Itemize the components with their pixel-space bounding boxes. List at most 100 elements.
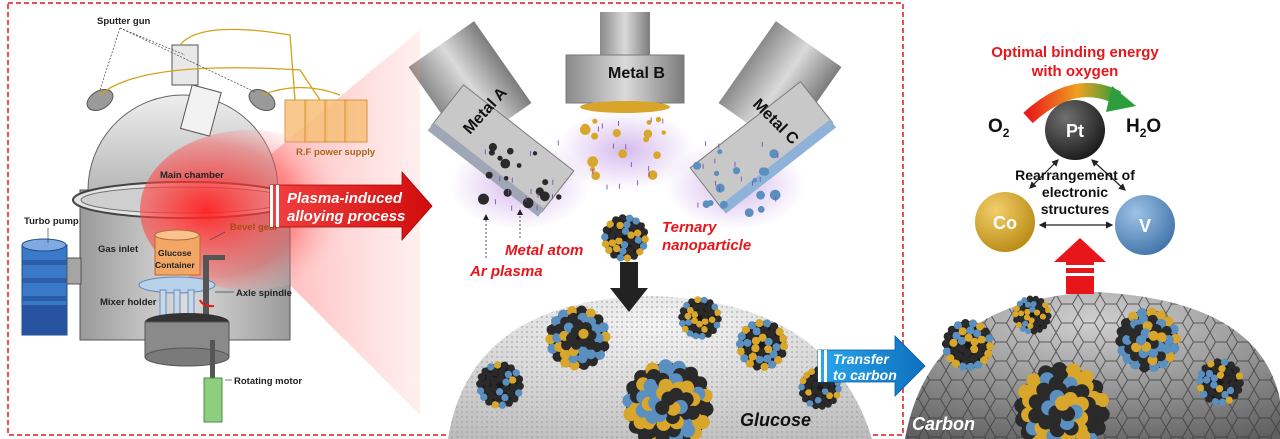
rearrangement-line2: electronic [1042, 184, 1108, 200]
nanoparticle-atom [805, 389, 812, 396]
nanoparticle-atom [1039, 307, 1046, 315]
mixer-holder-label: Mixer holder [100, 297, 157, 308]
nanoparticle-atom [1210, 381, 1218, 389]
nanoparticle-atom [958, 362, 968, 371]
nanoparticle-atom [661, 391, 676, 406]
nanoparticle-atom [1042, 302, 1049, 309]
nanoparticle-atom [1024, 301, 1032, 308]
axle-spindle-label: Axle spindle [236, 288, 292, 299]
nanoparticle-atom [601, 240, 610, 248]
nanoparticle-cluster [735, 319, 789, 371]
nanoparticle-atom [1211, 365, 1219, 374]
nanoparticle-atom [1032, 295, 1039, 302]
nanoparticle-atom [961, 319, 970, 328]
nanoparticle-atom [694, 326, 702, 334]
nanoparticle-atom [490, 377, 499, 385]
nanoparticle-atom [626, 246, 634, 255]
nanoparticle-atom [1140, 328, 1151, 339]
nanoparticle-atom [1203, 376, 1211, 384]
nanoparticle-atom [612, 216, 620, 224]
nanoparticle-atom [1207, 388, 1216, 397]
nanoparticle-atom [1147, 355, 1158, 366]
binding-title-line1: Optimal binding energy [991, 44, 1159, 61]
nanoparticle-atom [941, 339, 951, 348]
nanoparticle-atom [706, 299, 714, 306]
nanoparticle-atom [1044, 307, 1051, 314]
nanoparticle-atom [623, 221, 631, 229]
nanoparticle-atom [608, 232, 616, 240]
turbo-pump [21, 238, 82, 336]
carbon-result-panel: Pt Co V Optimal binding energy with oxyg… [905, 44, 1280, 439]
metal-atom [707, 200, 714, 206]
nanoparticle-atom [512, 369, 520, 377]
metal-atom [646, 120, 652, 125]
metal-atom [769, 189, 781, 201]
nanoparticle-atom [803, 372, 810, 379]
nanoparticle-atom [701, 326, 708, 333]
nanoparticle-atom [1229, 380, 1238, 388]
nanoparticle-atom [481, 367, 489, 375]
nanoparticle-atom [741, 325, 751, 334]
nanoparticle-atom [1121, 318, 1132, 329]
nanoparticle-atom [511, 395, 519, 403]
nanoparticle-atom [1030, 301, 1037, 308]
nanoparticle-atom [977, 335, 986, 344]
co-atom [975, 192, 1035, 252]
nanoparticle-atom [828, 386, 836, 394]
nanoparticle-atom [763, 354, 772, 363]
metal-c-target [689, 21, 842, 214]
nanoparticle-atom [679, 319, 686, 327]
nanoparticle-atom [1013, 316, 1020, 323]
metal-atom [591, 171, 600, 180]
metal-atom [655, 116, 662, 123]
nanoparticle-atom [688, 324, 696, 331]
nanoparticle-atom [752, 362, 762, 371]
metal-atom [757, 206, 765, 213]
metal-atom [756, 190, 765, 200]
nanoparticle-atom [981, 327, 990, 336]
nanoparticle-atom [1130, 359, 1141, 370]
metal-atom [643, 129, 653, 139]
nanoparticle-atom [1026, 295, 1034, 302]
nanoparticle-atom [798, 383, 805, 391]
nanoparticle-atom [804, 382, 812, 390]
nanoparticle-atom [1228, 373, 1237, 381]
nanoparticle-atom [1218, 398, 1227, 406]
nanoparticle-atom [954, 352, 963, 361]
nanoparticle-atom [812, 373, 819, 380]
nanoparticle-atom [713, 321, 721, 329]
metal-atom [760, 167, 770, 176]
nanoparticle-atom [744, 346, 753, 355]
nanoparticle-atom [691, 317, 698, 325]
nanoparticle-atom [1021, 297, 1028, 304]
nanoparticle-atom [495, 388, 504, 396]
nanoparticle-atom [1205, 369, 1214, 378]
metal-atom [717, 149, 723, 155]
nanoparticle-atom [1148, 330, 1159, 341]
nanoparticle-atom [578, 328, 589, 339]
metal-atom [516, 163, 522, 168]
nanoparticle-atom [764, 337, 773, 346]
pt-label: Pt [1066, 121, 1084, 141]
nanoparticle-atom [973, 360, 983, 369]
nanoparticle-atom [1197, 370, 1206, 378]
metal-atom [592, 118, 598, 124]
nanoparticle-atom [978, 343, 987, 352]
nanoparticle-atom [620, 241, 629, 249]
nanoparticle-atom [963, 348, 972, 357]
nanoparticle-atom [585, 308, 596, 319]
nanoparticle-atom [615, 237, 623, 245]
nanoparticle-atom [630, 252, 638, 260]
nanoparticle-atom [610, 225, 619, 234]
nanoparticle-atom [1224, 367, 1233, 376]
nanoparticle-atom [505, 399, 513, 407]
nanoparticle-atom [801, 395, 809, 403]
nanoparticle-cluster [1014, 362, 1110, 439]
co-label: Co [993, 213, 1017, 233]
ternary-label-line2: nanoparticle [662, 237, 751, 254]
nanoparticle-atom [1201, 364, 1209, 372]
nanoparticle-atom [702, 311, 709, 319]
nanoparticle-atom [500, 361, 509, 369]
glucose-container-label-line2: Container [155, 260, 195, 270]
